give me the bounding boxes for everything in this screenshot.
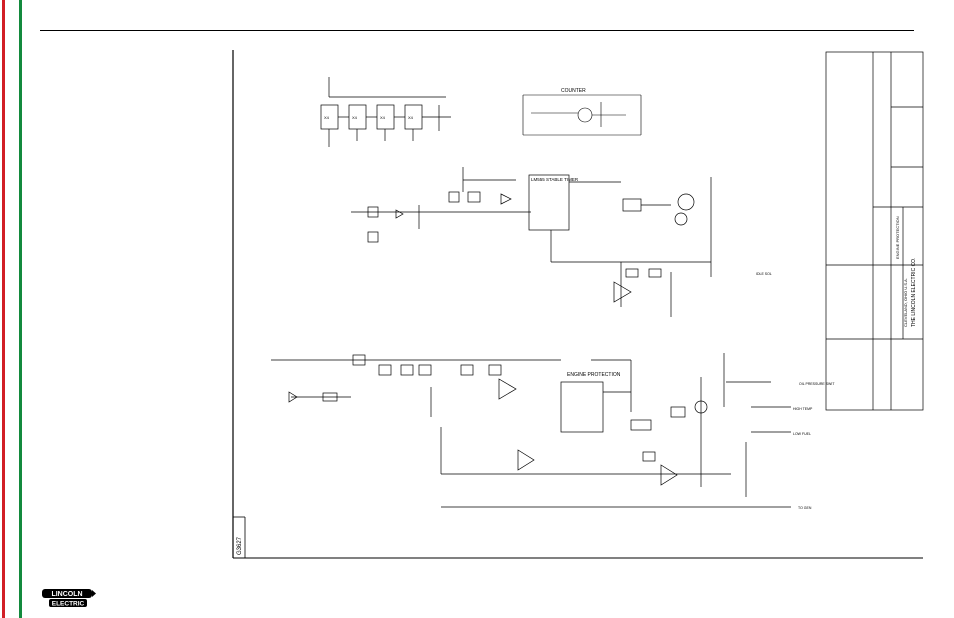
left-green-bar: [19, 0, 22, 618]
comparator-2-label: X4: [352, 115, 358, 120]
schematic-drawing: G3627 X4 X4 X4 X4 COUNTER: [232, 50, 924, 559]
title-company: THE LINCOLN ELECTRIC CO.: [911, 258, 917, 327]
logo-line2: ELECTRIC: [52, 601, 85, 608]
engine-protection-section: [271, 353, 791, 508]
counter-label: COUNTER: [561, 88, 586, 94]
title-city: CLEVELAND, OHIO U.S.A.: [903, 278, 908, 327]
comparator-4-label: X4: [408, 115, 414, 120]
title-block: [825, 51, 924, 411]
lincoln-electric-logo: LINCOLN ELECTRIC: [41, 588, 97, 608]
logo-line1: LINCOLN: [51, 591, 82, 598]
schematic-sheet: G3627 X4 X4 X4 X4 COUNTER: [231, 47, 925, 560]
header-rule: [40, 30, 914, 31]
comparator-3-label: X4: [380, 115, 386, 120]
oil-pressure-label: OIL PRESSURE SWIT: [799, 382, 835, 386]
engine-protection-label: ENGINE PROTECTION: [567, 372, 621, 378]
counter-block: [522, 94, 642, 136]
sheet-frame-code: G3627: [237, 536, 243, 555]
high-temp-label: HIGH TEMP: [793, 407, 813, 411]
comparator-1-label: X4: [324, 115, 330, 120]
idle-sol-label: IDLE SOL: [756, 272, 772, 276]
to-gen-label: TO GEN: [798, 506, 812, 510]
comparator-group: [320, 77, 451, 147]
timer-section: [351, 167, 712, 317]
low-fuel-label: LOW FUEL: [793, 432, 811, 436]
left-red-bar: [2, 0, 5, 618]
timer-label: LM555 STABLE TIMER: [531, 177, 579, 182]
title-subject: ENGINE PROTECTION: [895, 216, 900, 259]
